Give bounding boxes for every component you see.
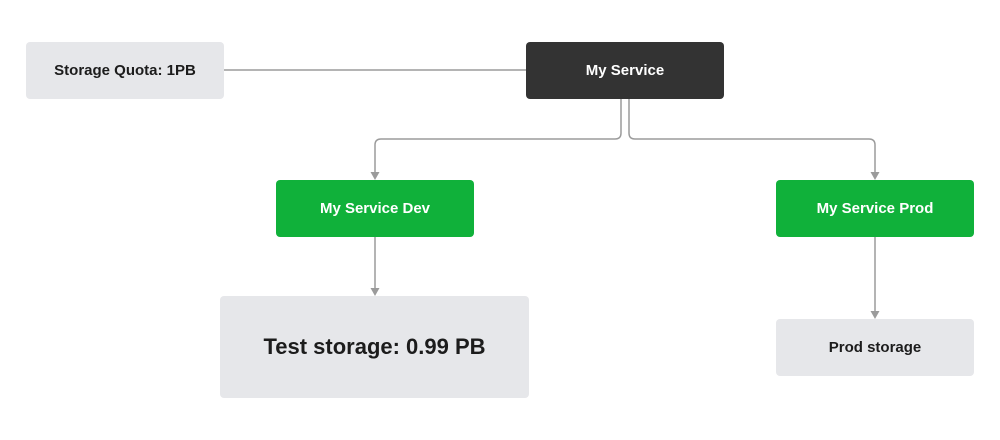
arrow-to-test [370,288,380,296]
node-my-service-label: My Service [585,62,665,79]
node-my-service-prod: My Service Prod [776,180,974,237]
edge-service-to-prod [628,99,876,172]
edge-service-to-dev [374,99,622,172]
node-prod-storage: Prod storage [776,319,974,376]
node-prod-storage-label: Prod storage [828,339,922,356]
node-storage-quota: Storage Quota: 1PB [26,42,224,99]
arrow-to-prod [870,172,880,180]
arrow-to-prodstorage [870,311,880,319]
node-my-service: My Service [526,42,724,99]
node-storage-quota-label: Storage Quota: 1PB [54,62,196,79]
node-my-service-dev: My Service Dev [276,180,474,237]
node-test-storage: Test storage: 0.99 PB [220,296,529,398]
node-my-service-prod-label: My Service Prod [816,200,934,217]
arrow-to-dev [370,172,380,180]
node-my-service-dev-label: My Service Dev [319,200,431,217]
node-test-storage-label: Test storage: 0.99 PB [263,334,486,359]
